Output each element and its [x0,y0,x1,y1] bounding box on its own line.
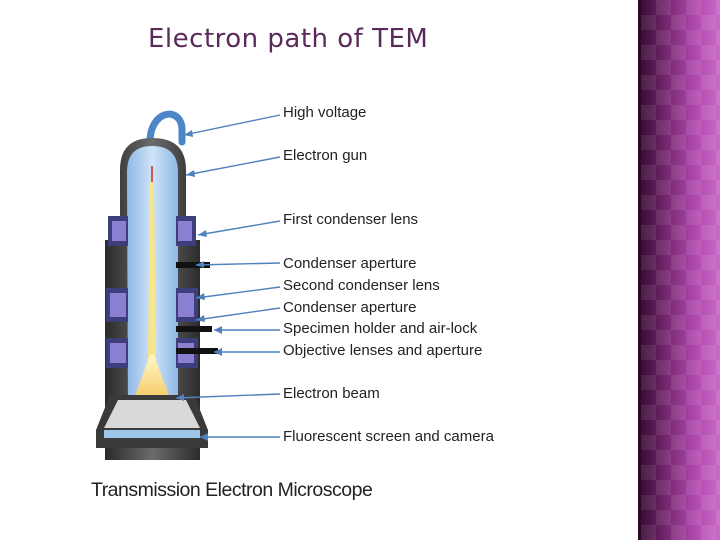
label-condenser-aperture-1: Condenser aperture [283,255,417,272]
objective-aperture-rod [176,348,218,354]
arrow-heads [176,130,222,441]
label-specimen-holder: Specimen holder and air-lock [283,320,478,337]
pointer-arrows [175,114,281,438]
tem-diagram [96,110,281,460]
decorative-side-band [641,0,720,540]
label-fluorescent-screen: Fluorescent screen and camera [283,428,494,445]
fluorescent-screen [104,430,200,438]
first-condenser-lens [108,216,196,246]
side-band-edge [638,0,641,540]
diagram-caption: Transmission Electron Microscope [91,479,373,501]
high-voltage-cable [146,110,186,146]
label-electron-beam: Electron beam [283,385,380,402]
viewing-chamber-inner [104,400,200,428]
label-electron-gun: Electron gun [283,147,368,164]
electron-beam-narrow [148,182,156,360]
label-objective-lenses: Objective lenses and aperture [283,342,483,359]
slide-title: Electron path of TEM [148,24,429,54]
specimen-holder-rod [176,326,212,332]
label-second-condenser-lens: Second condenser lens [283,277,440,294]
second-condenser-lens [106,288,198,322]
label-high-voltage: High voltage [283,104,367,121]
condenser-aperture-rod [176,262,210,268]
objective-lens [106,338,198,368]
label-condenser-aperture-2: Condenser aperture [283,299,417,316]
label-first-condenser-lens: First condenser lens [283,211,419,228]
side-band-pattern [641,0,720,540]
